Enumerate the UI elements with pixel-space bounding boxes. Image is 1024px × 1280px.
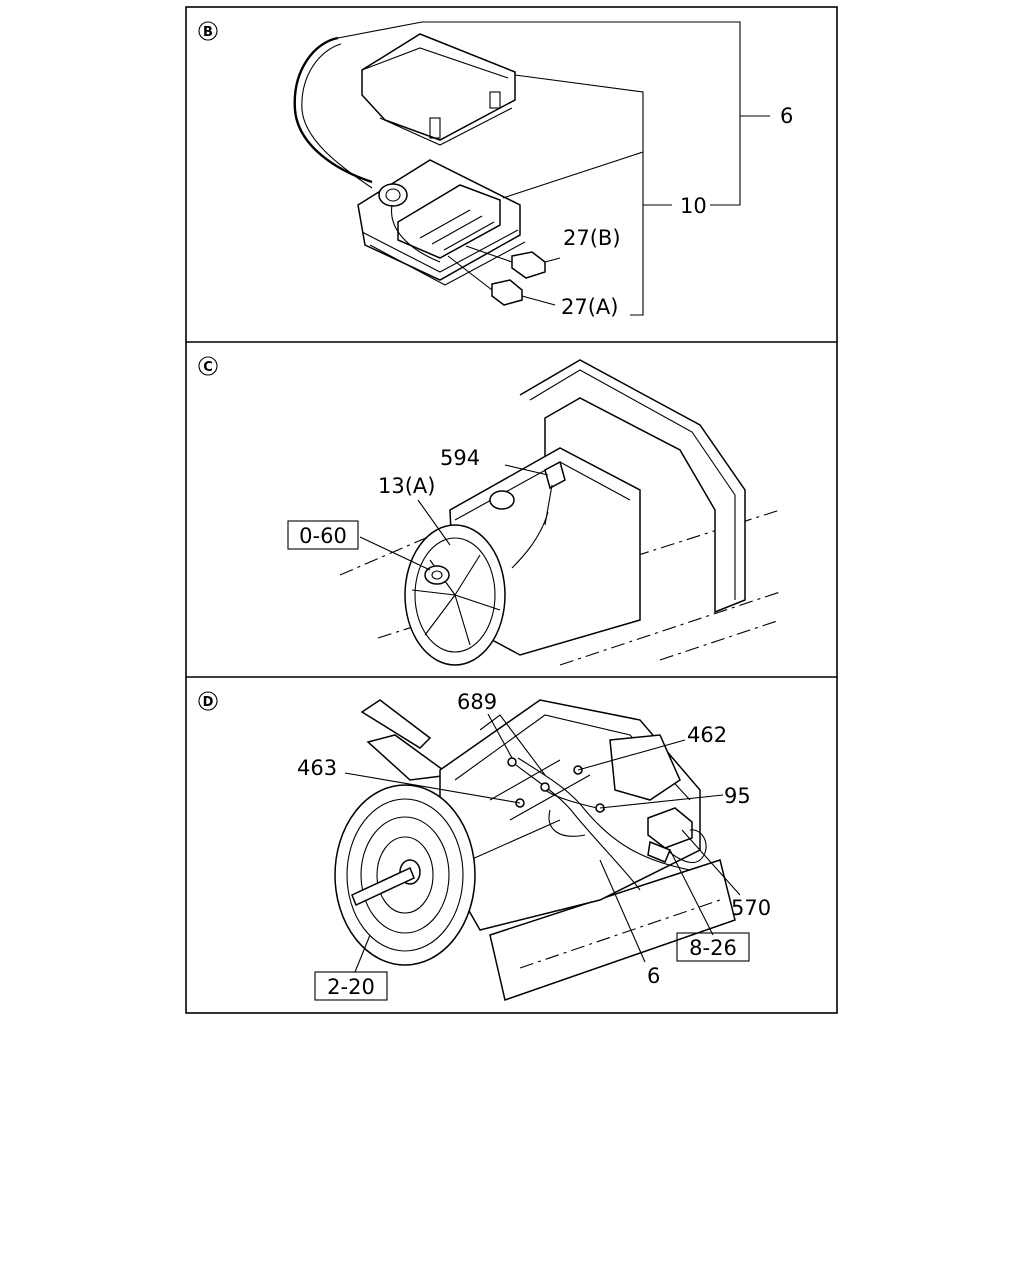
- panel-b: B: [198, 21, 793, 319]
- panel-d: D: [198, 690, 771, 1001]
- callout-463: 463: [297, 756, 337, 780]
- callout-570: 570: [731, 896, 771, 920]
- alternator-illustration: [339, 359, 781, 666]
- ref-8-26: 8-26: [689, 936, 737, 960]
- callout-27b: 27(B): [563, 226, 621, 250]
- callout-689: 689: [457, 690, 497, 714]
- panel-c-leaders: [359, 464, 549, 571]
- panel-c-letter: C: [203, 360, 213, 375]
- ref-box-8-26: [676, 932, 750, 962]
- callout-462: 462: [687, 723, 727, 747]
- callout-95: 95: [724, 784, 751, 808]
- panel-b-leaders: [337, 21, 770, 316]
- ref-box-0-60: [287, 520, 359, 550]
- panel-b-marker: B: [198, 21, 218, 41]
- panel-d-leaders: [344, 713, 741, 973]
- diagram-frame: [185, 6, 838, 1014]
- panel-c: C: [198, 356, 781, 666]
- callout-13a: 13(A): [378, 474, 435, 498]
- callout-6-d: 6: [647, 964, 660, 988]
- ref-2-20: 2-20: [327, 975, 375, 999]
- panel-d-marker: D: [198, 691, 218, 711]
- ref-0-60: 0-60: [299, 524, 347, 548]
- ref-box-2-20: [314, 971, 388, 1001]
- relay-box-illustration: [293, 33, 546, 306]
- callout-6-b: 6: [780, 104, 793, 128]
- callout-10: 10: [680, 194, 707, 218]
- callout-594: 594: [440, 446, 480, 470]
- panel-c-marker: C: [198, 356, 218, 376]
- transmission-illustration: [334, 699, 736, 1001]
- panel-b-letter: B: [203, 25, 213, 40]
- callout-27a: 27(A): [561, 295, 618, 319]
- panel-d-letter: D: [203, 695, 214, 710]
